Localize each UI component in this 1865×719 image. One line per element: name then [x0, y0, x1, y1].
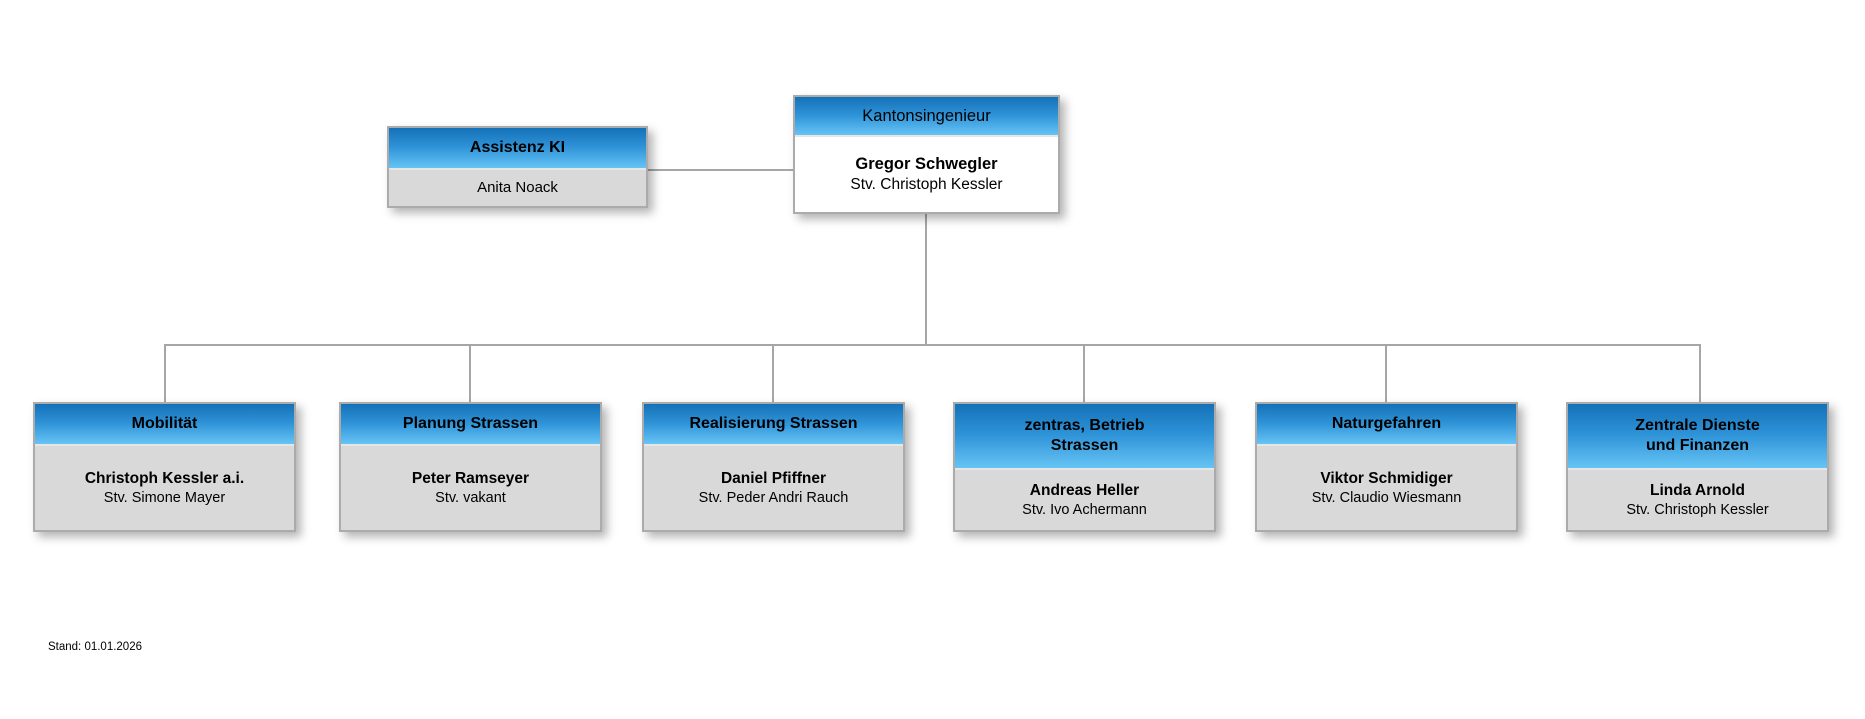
- root-name: Gregor Schwegler: [855, 154, 998, 173]
- dept-box-body: Viktor Schmidiger Stv. Claudio Wiesmann: [1257, 446, 1516, 530]
- assistant-box-header: Assistenz KI: [389, 128, 646, 170]
- connector-horizontal-bus: [164, 344, 1701, 346]
- dept-deputy: Stv. vakant: [435, 489, 506, 506]
- dept-box-zentras-betrieb-strassen: zentras, Betrieb Strassen Andreas Heller…: [953, 402, 1216, 532]
- dept-box-realisierung-strassen: Realisierung Strassen Daniel Pfiffner St…: [642, 402, 905, 532]
- dept-name: Peter Ramseyer: [411, 469, 530, 487]
- dept-deputy: Stv. Christoph Kessler: [1626, 501, 1769, 518]
- connector-drop-mobilitaet: [164, 344, 166, 402]
- connector-drop-realisierung-strassen: [772, 344, 774, 402]
- assistant-box-body: Anita Noack: [389, 170, 646, 206]
- dept-box-naturgefahren: Naturgefahren Viktor Schmidiger Stv. Cla…: [1255, 402, 1518, 532]
- dept-deputy: Stv. Simone Mayer: [103, 489, 226, 506]
- dept-box-zentrale-dienste-und-finanzen: Zentrale Dienste und Finanzen Linda Arno…: [1566, 402, 1829, 532]
- root-box-body: Gregor Schwegler Stv. Christoph Kessler: [795, 137, 1058, 212]
- dept-name: Viktor Schmidiger: [1320, 469, 1453, 487]
- connector-assistant-root: [648, 169, 793, 171]
- dept-name: Daniel Pfiffner: [720, 469, 827, 487]
- assistant-title: Assistenz KI: [469, 139, 566, 156]
- dept-title: zentras, Betrieb Strassen: [1024, 417, 1145, 454]
- dept-box-body: Peter Ramseyer Stv. vakant: [341, 446, 600, 530]
- connector-drop-zentrale-dienste: [1699, 344, 1701, 402]
- connector-root-vertical: [925, 213, 927, 345]
- dept-box-header: zentras, Betrieb Strassen: [955, 404, 1214, 470]
- dept-deputy: Stv. Claudio Wiesmann: [1311, 489, 1462, 506]
- dept-box-body: Andreas Heller Stv. Ivo Achermann: [955, 470, 1214, 530]
- dept-box-mobilitaet: Mobilität Christoph Kessler a.i. Stv. Si…: [33, 402, 296, 532]
- stand-date-label: Stand: 01.01.2026: [48, 641, 142, 653]
- dept-name: Christoph Kessler a.i.: [84, 469, 245, 487]
- dept-name: Andreas Heller: [1029, 481, 1140, 499]
- dept-name: Linda Arnold: [1650, 481, 1745, 499]
- dept-title: Zentrale Dienste und Finanzen: [1635, 417, 1760, 454]
- connector-drop-naturgefahren: [1385, 344, 1387, 402]
- dept-box-header: Mobilität: [35, 404, 294, 446]
- dept-box-header: Realisierung Strassen: [644, 404, 903, 446]
- dept-box-header: Planung Strassen: [341, 404, 600, 446]
- dept-box-planung-strassen: Planung Strassen Peter Ramseyer Stv. vak…: [339, 402, 602, 532]
- assistant-box-assistenz-ki: Assistenz KI Anita Noack: [387, 126, 648, 208]
- root-box-header: Kantonsingenieur: [795, 97, 1058, 137]
- dept-box-body: Linda Arnold Stv. Christoph Kessler: [1568, 470, 1827, 530]
- connector-drop-planung-strassen: [469, 344, 471, 402]
- assistant-name: Anita Noack: [477, 179, 558, 197]
- dept-title: Realisierung Strassen: [689, 415, 858, 432]
- root-box-kantonsingenieur: Kantonsingenieur Gregor Schwegler Stv. C…: [793, 95, 1060, 214]
- dept-title: Naturgefahren: [1331, 415, 1442, 432]
- dept-box-header: Naturgefahren: [1257, 404, 1516, 446]
- dept-box-header: Zentrale Dienste und Finanzen: [1568, 404, 1827, 470]
- connector-drop-zentras-betrieb-strassen: [1083, 344, 1085, 402]
- root-deputy: Stv. Christoph Kessler: [850, 176, 1003, 194]
- dept-title: Mobilität: [131, 415, 198, 432]
- dept-box-body: Daniel Pfiffner Stv. Peder Andri Rauch: [644, 446, 903, 530]
- dept-title: Planung Strassen: [402, 415, 539, 432]
- dept-deputy: Stv. Ivo Achermann: [1022, 501, 1147, 518]
- dept-box-body: Christoph Kessler a.i. Stv. Simone Mayer: [35, 446, 294, 530]
- dept-deputy: Stv. Peder Andri Rauch: [698, 489, 849, 506]
- root-title: Kantonsingenieur: [862, 106, 991, 125]
